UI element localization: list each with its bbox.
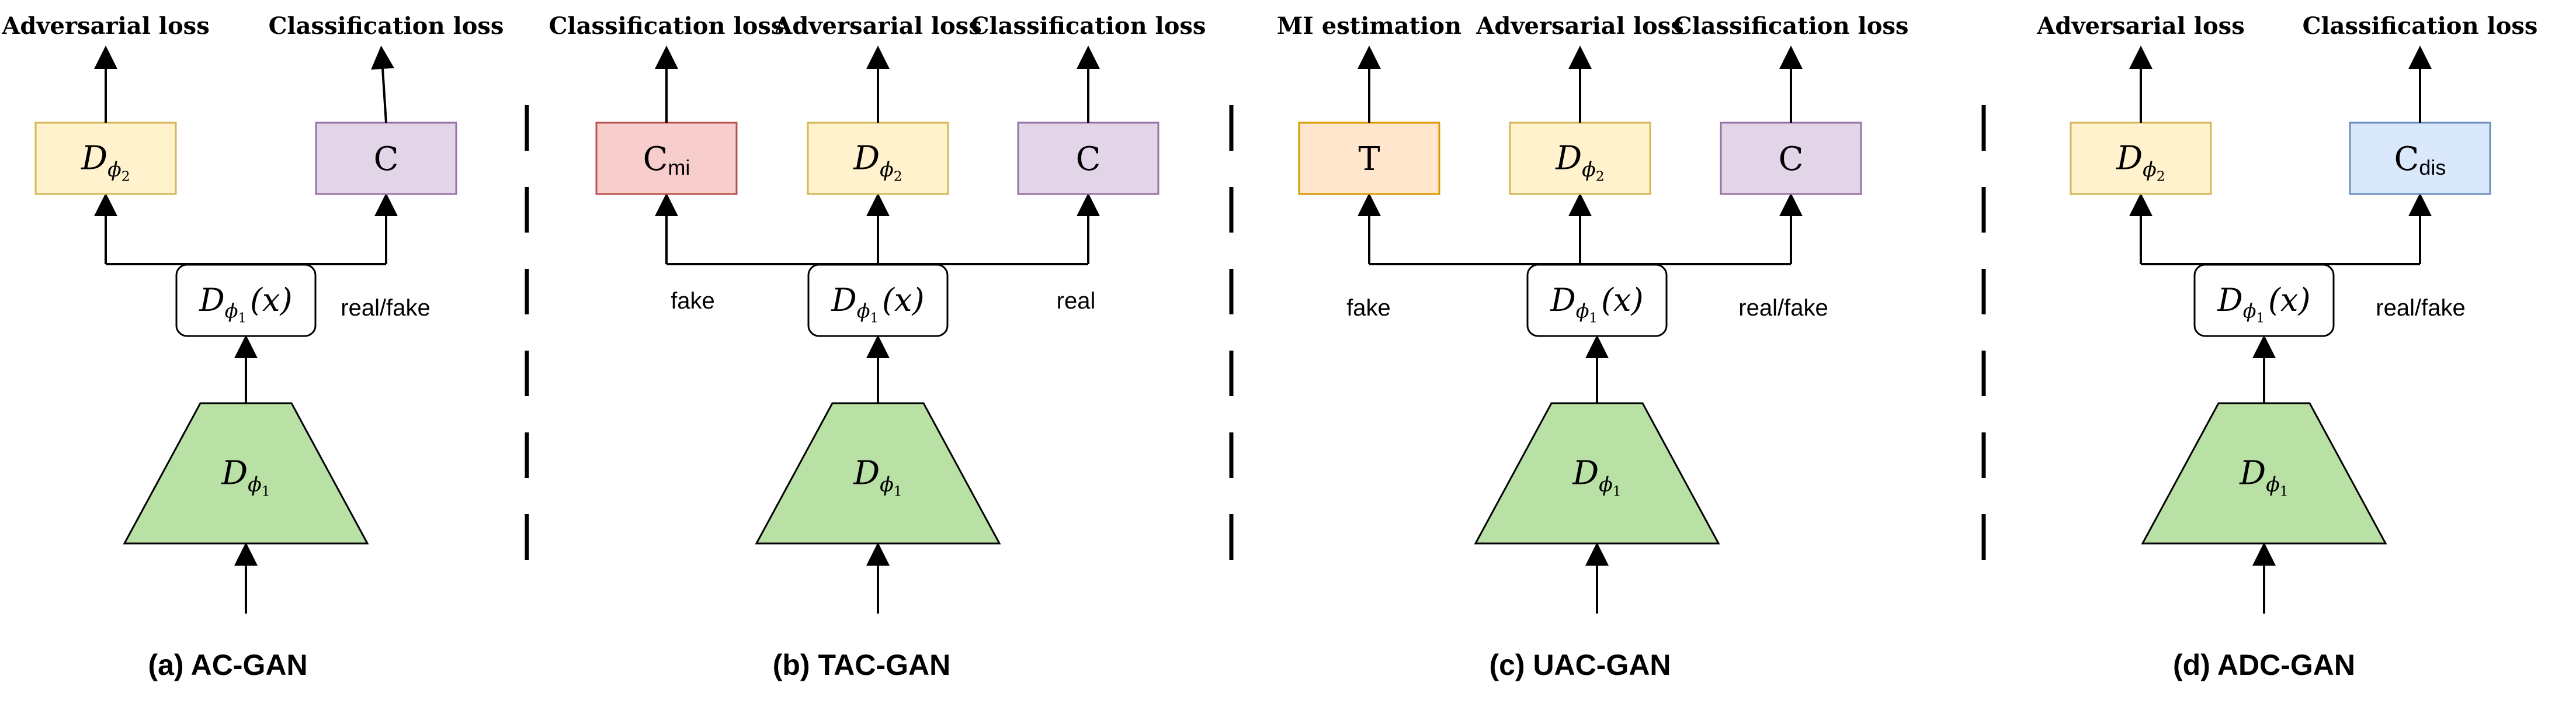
branch-side-label: real/fake [1738, 295, 1828, 321]
classifier-head-label: Cmi [643, 140, 690, 179]
adversarial-head-box [1509, 122, 1651, 195]
feature-label: Dϕ1(x) [199, 282, 292, 325]
backbone-trapezoid [123, 402, 369, 545]
feature-label: Dϕ1(x) [831, 282, 924, 325]
loss-label: Classification loss [269, 12, 504, 40]
backbone-label: Dϕ1 [1572, 454, 1622, 499]
classifier-head-box [595, 122, 738, 195]
branch-side-label: fake [671, 288, 715, 314]
adversarial-head-label: Dϕ2 [853, 139, 902, 184]
classifier-head-box [1017, 122, 1159, 195]
classifier-head-label: C [374, 140, 399, 178]
loss-label: Adversarial loss [1476, 12, 1683, 40]
loss-label: Adversarial loss [2036, 12, 2244, 40]
branch-side-label: real [1057, 288, 1096, 314]
adversarial-head-box [34, 122, 177, 195]
classifier-head-box [2349, 122, 2491, 195]
loss-label: Classification loss [2303, 12, 2538, 40]
feature-label: Dϕ1(x) [2217, 282, 2310, 325]
panel-caption: (a) AC-GAN [148, 649, 307, 681]
loss-label: Adversarial loss [773, 12, 981, 40]
branch-side-label: fake [1346, 295, 1391, 321]
loss-label: Classification loss [549, 12, 784, 40]
backbone-trapezoid [755, 402, 1001, 545]
loss-arrow [371, 46, 395, 123]
adversarial-head-label: Dϕ2 [2116, 139, 2165, 184]
adversarial-head-label: Dϕ2 [1555, 139, 1605, 184]
backbone-trapezoid [2141, 402, 2387, 545]
loss-label: Classification loss [971, 12, 1206, 40]
loss-label: MI estimation [1277, 12, 1461, 40]
classifier-head-box [1298, 122, 1440, 195]
panel-caption: (b) TAC-GAN [773, 649, 951, 681]
classifier-head-label: Cdis [2394, 140, 2446, 179]
backbone-label: Dϕ1 [2239, 454, 2289, 499]
loss-label: Classification loss [1674, 12, 1909, 40]
feature-label: Dϕ1(x) [1550, 282, 1643, 325]
backbone-trapezoid [1474, 402, 1720, 545]
classifier-head-label: C [1779, 140, 1804, 178]
panel-caption: (d) ADC-GAN [2173, 649, 2355, 681]
classifier-head-label: C [1076, 140, 1101, 178]
adversarial-head-box [807, 122, 949, 195]
branch-side-label: real/fake [2376, 295, 2465, 321]
classifier-head-box [315, 122, 457, 195]
backbone-label: Dϕ1 [221, 454, 270, 499]
classifier-head-box [1720, 122, 1862, 195]
classifier-head-label: T [1358, 140, 1380, 178]
backbone-label: Dϕ1 [853, 454, 902, 499]
branch-side-label: real/fake [341, 295, 430, 321]
panel-caption: (c) UAC-GAN [1489, 649, 1671, 681]
adversarial-head-label: Dϕ2 [81, 139, 130, 184]
loss-label: Adversarial loss [1, 12, 209, 40]
